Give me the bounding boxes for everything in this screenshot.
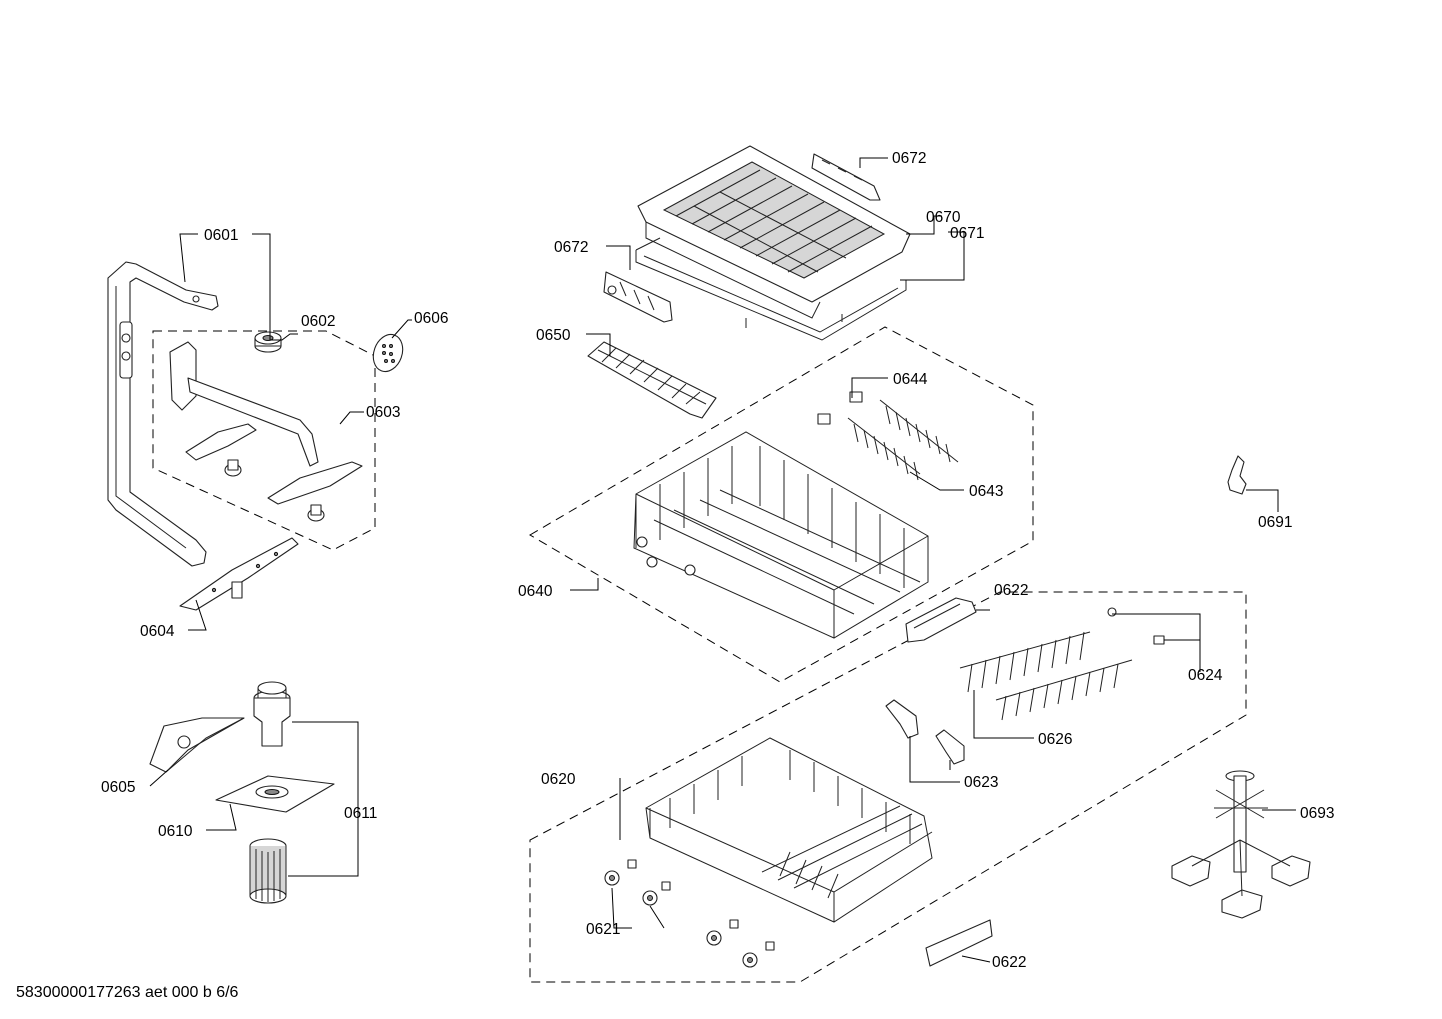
document-reference: 58300000177263 aet 000 b 6/6 — [16, 984, 239, 1001]
lower-spray-arm-part — [179, 537, 299, 611]
label-0691: 0691 — [1258, 514, 1292, 531]
lower-rack-part — [645, 737, 933, 923]
clip-part — [817, 391, 863, 425]
label-0670: 0670 — [926, 209, 961, 226]
cutlery-tray-part — [637, 145, 911, 319]
label-0606: 0606 — [414, 310, 448, 327]
spray-arm-assembly-part — [169, 341, 363, 522]
cup-shelf-part — [587, 341, 717, 419]
handle-lower-part — [925, 919, 993, 967]
micro-filter-part — [249, 838, 287, 904]
label-0693: 0693 — [1300, 805, 1334, 822]
lower-rack-group-outline — [529, 591, 1247, 983]
label-0623: 0623 — [964, 774, 998, 791]
lower-tine-row-part — [959, 631, 1133, 721]
leader-lines — [149, 157, 1296, 963]
hook-clip-part — [1227, 455, 1247, 495]
label-0601: 0601 — [204, 227, 238, 244]
tine-row-part — [847, 399, 959, 481]
label-0603: 0603 — [366, 404, 400, 421]
tray-rail-right-part — [811, 153, 881, 201]
supply-pipe-part — [107, 261, 219, 567]
label-0620: 0620 — [541, 771, 576, 788]
label-0611: 0611 — [344, 805, 377, 822]
small-clip-part — [1107, 607, 1165, 645]
label-0624: 0624 — [1188, 667, 1223, 684]
fine-filter-part — [253, 681, 291, 747]
label-0671: 0671 — [950, 225, 984, 242]
tray-rail-left-part — [603, 271, 673, 323]
label-0650: 0650 — [536, 327, 571, 344]
filter-disc-part — [372, 333, 404, 373]
label-0672-top: 0672 — [892, 150, 926, 167]
label-0605: 0605 — [101, 779, 135, 796]
spray-arm-group-outline — [152, 330, 376, 551]
spray-stand-part — [1171, 770, 1311, 919]
label-0644: 0644 — [893, 371, 928, 388]
upper-rack-group-outline — [529, 326, 1034, 683]
label-0604: 0604 — [140, 623, 175, 640]
label-0640: 0640 — [518, 583, 553, 600]
rack-rail-part — [885, 699, 965, 765]
upper-rack-part — [633, 431, 929, 639]
flat-filter-part — [215, 775, 335, 813]
label-0621: 0621 — [586, 921, 620, 938]
label-0610: 0610 — [158, 823, 193, 840]
label-0622-upper: 0622 — [994, 582, 1028, 599]
label-0622-lower: 0622 — [992, 954, 1026, 971]
wheel-part — [604, 859, 775, 968]
handle-upper-part — [905, 597, 977, 643]
cover-part — [149, 717, 245, 773]
label-0626: 0626 — [1038, 731, 1072, 748]
label-0672-left: 0672 — [554, 239, 588, 256]
nut-part — [254, 331, 282, 353]
tray-frame-part — [635, 237, 907, 341]
label-0643: 0643 — [969, 483, 1003, 500]
label-0602: 0602 — [301, 313, 335, 330]
